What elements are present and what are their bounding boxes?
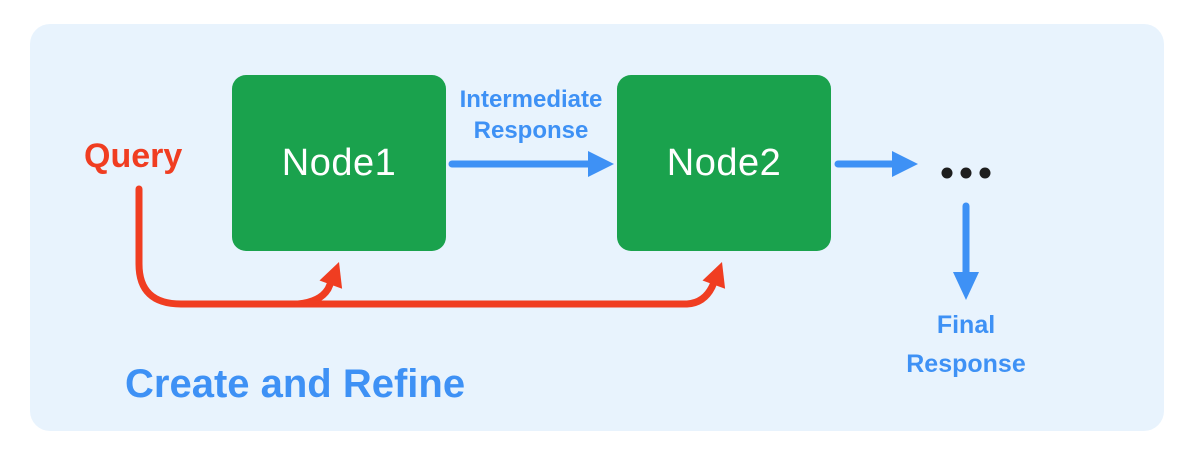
node-1: Node1: [232, 75, 446, 251]
final-response-line2: Response: [906, 350, 1026, 378]
intermediate-response-label: Intermediate Response: [431, 84, 631, 146]
final-response-line1: Final: [936, 311, 996, 339]
node-1-label: Node1: [281, 141, 397, 184]
node-2: Node2: [617, 75, 831, 251]
final-response-label: Final Response: [866, 306, 1066, 384]
query-label: Query: [84, 137, 183, 175]
diagram-title: Create and Refine: [125, 362, 466, 406]
intermediate-response-line1: Intermediate: [459, 86, 603, 113]
node-2-label: Node2: [666, 141, 782, 184]
intermediate-response-line2: Response: [473, 117, 589, 144]
